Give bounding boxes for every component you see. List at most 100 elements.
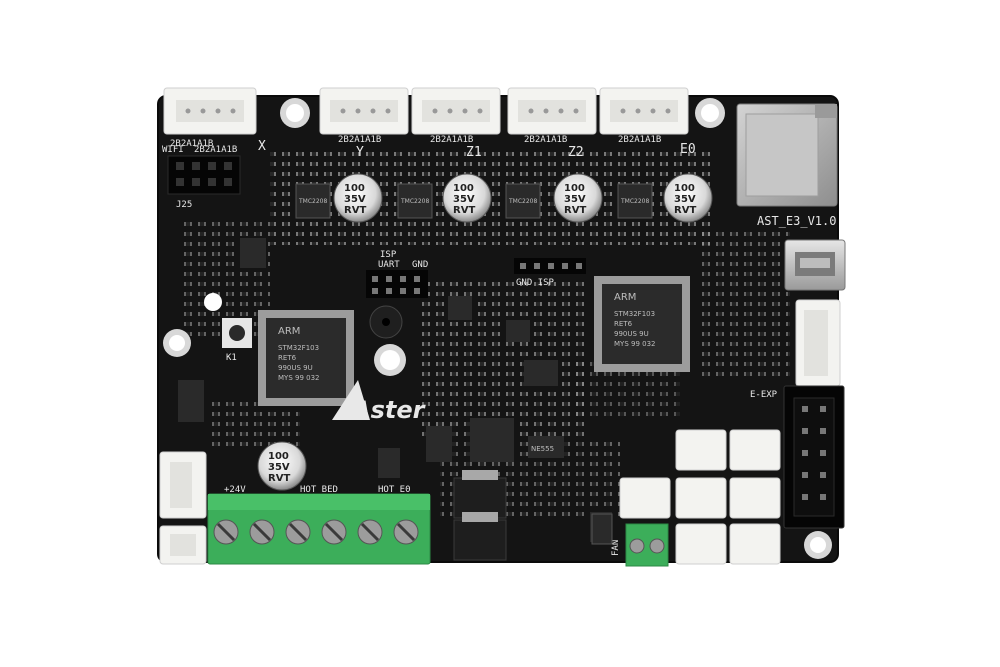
svg-text:RVT: RVT — [564, 205, 586, 216]
capacitor: 100 35V RVT — [333, 173, 383, 223]
svg-text:35V: 35V — [344, 194, 366, 205]
label-k1: K1 — [226, 353, 237, 363]
model-label: AST_E3_V1.0 — [757, 214, 836, 228]
mounting-hole — [804, 531, 832, 559]
svg-text:990US 9U: 990US 9U — [614, 330, 649, 338]
connector-e0 — [599, 87, 689, 135]
svg-text:TMC2208: TMC2208 — [400, 198, 429, 205]
svg-text:100: 100 — [453, 183, 474, 194]
svg-text:100: 100 — [344, 183, 365, 194]
ic — [506, 320, 530, 342]
wifi-header — [167, 155, 241, 195]
connector-code-wifi: 2B2A1A1B — [194, 145, 237, 155]
connector-y — [319, 87, 409, 135]
uart-header — [366, 270, 428, 298]
svg-text:TMC2208: TMC2208 — [508, 198, 537, 205]
label-j25: J25 — [176, 200, 192, 210]
svg-text:Aster: Aster — [350, 396, 427, 424]
mcu-left: ARM STM32F103 RET6 990US 9U MYS 99 032 — [258, 310, 354, 406]
connector-left-lower — [159, 525, 207, 565]
isp-header — [514, 258, 586, 274]
screw-terminal-block — [207, 493, 431, 565]
connector-grid — [619, 429, 781, 565]
connector-code-e0: 2B2A1A1B — [618, 135, 661, 145]
svg-text:35V: 35V — [674, 194, 696, 205]
svg-text:100: 100 — [674, 183, 695, 194]
svg-text:100: 100 — [564, 183, 585, 194]
connector-code-z2: 2B2A1A1B — [524, 135, 567, 145]
aster-logo: Aster — [332, 380, 427, 424]
mosfet — [453, 512, 507, 561]
label-fan: FAN — [611, 540, 621, 556]
svg-text:NE555: NE555 — [531, 445, 554, 453]
mosfet — [453, 470, 507, 519]
connector-x — [163, 87, 257, 135]
connector-z1 — [411, 87, 501, 135]
label-hot-e0: HOT E0 — [378, 485, 411, 495]
capacitor: 100 35V RVT — [442, 173, 492, 223]
sd-card-slot — [736, 103, 838, 207]
label-z1: Z1 — [466, 145, 482, 160]
ic — [378, 448, 400, 478]
connector-left-upper — [159, 451, 207, 519]
svg-text:STM32F103: STM32F103 — [278, 344, 319, 352]
svg-text:RVT: RVT — [674, 205, 696, 216]
svg-text:RVT: RVT — [344, 205, 366, 216]
svg-text:TMC2208: TMC2208 — [620, 198, 649, 205]
hole — [204, 293, 222, 311]
svg-text:RET6: RET6 — [614, 320, 633, 328]
ic — [178, 380, 204, 422]
svg-text:990US 9U: 990US 9U — [278, 364, 313, 372]
ic — [470, 418, 514, 462]
svg-text:35V: 35V — [268, 462, 290, 473]
connector-side — [795, 299, 841, 387]
svg-text:ARM: ARM — [614, 292, 636, 303]
svg-text:STM32F103: STM32F103 — [614, 310, 655, 318]
svg-text:TMC2208: TMC2208 — [298, 198, 327, 205]
label-e-exp: E-EXP — [750, 390, 778, 400]
capacitor: 100 35V RVT — [663, 173, 713, 223]
connector-code-z1: 2B2A1A1B — [430, 135, 473, 145]
label-hot-bed: HOT BED — [300, 485, 338, 495]
svg-text:MYS 99 032: MYS 99 032 — [278, 374, 319, 382]
label-uart: UART — [378, 260, 400, 270]
buzzer — [369, 305, 403, 339]
capacitor: 100 35V RVT — [257, 441, 307, 491]
fan-terminal — [625, 523, 669, 567]
connector-code-y: 2B2A1A1B — [338, 135, 381, 145]
label-e0: E0 — [680, 142, 696, 157]
timer-ic: NE555 — [528, 436, 564, 458]
svg-text:RET6: RET6 — [278, 354, 297, 362]
svg-text:MYS 99 032: MYS 99 032 — [614, 340, 655, 348]
capacitor: 100 35V RVT — [553, 173, 603, 223]
label-power: +24V — [224, 485, 246, 495]
usb-port — [784, 239, 846, 291]
label-z2: Z2 — [568, 145, 584, 160]
mounting-hole — [280, 98, 310, 128]
svg-text:RVT: RVT — [268, 473, 290, 484]
label-gnd-isp: GND ISP — [516, 278, 555, 288]
ic — [524, 360, 558, 386]
driver-chip-z: TMC2208 — [505, 183, 541, 219]
mcu-right: ARM STM32F103 RET6 990US 9U MYS 99 032 — [594, 276, 690, 372]
ic — [426, 426, 452, 462]
mounting-hole — [374, 344, 406, 376]
ic — [448, 296, 472, 320]
label-isp-top: ISP — [380, 250, 397, 260]
driver-chip-y: TMC2208 — [397, 183, 433, 219]
inductor — [591, 513, 613, 545]
mounting-hole — [695, 98, 725, 128]
svg-text:35V: 35V — [564, 194, 586, 205]
label-gnd: GND — [412, 260, 428, 270]
driver-chip-x: TMC2208 — [295, 183, 331, 219]
mounting-hole — [163, 329, 191, 357]
label-y: Y — [356, 145, 364, 160]
e-exp-header — [783, 385, 845, 529]
svg-text:35V: 35V — [453, 194, 475, 205]
connector-z2 — [507, 87, 597, 135]
svg-text:RVT: RVT — [453, 205, 475, 216]
svg-text:100: 100 — [268, 451, 289, 462]
label-x: X — [258, 139, 266, 154]
connector-code-x: 2B2A1A1B — [170, 139, 213, 149]
